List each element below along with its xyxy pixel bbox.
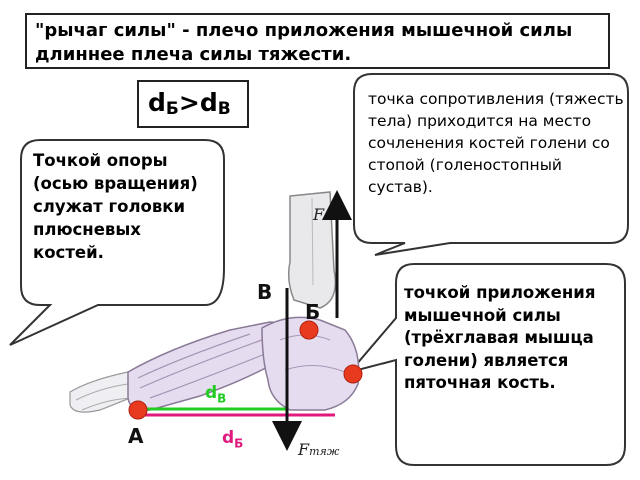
point-b-label: Б — [305, 300, 321, 324]
bottom-right-callout-bubble — [347, 263, 626, 466]
muscle-force-label: F — [313, 205, 324, 224]
formula-sub-b: Б — [165, 99, 179, 119]
arm-d-v-label: dВ — [205, 383, 226, 405]
arm-d-b-sub: Б — [234, 436, 244, 451]
formula-sub-v: В — [217, 99, 231, 119]
top-right-callout-bubble — [353, 73, 629, 256]
formula-op: >d — [178, 88, 218, 117]
arm-d-v-sub: В — [217, 391, 227, 406]
formula-d: d — [148, 88, 166, 117]
formula-box: dБ>dВ — [137, 80, 249, 128]
tibia-bone — [287, 191, 337, 309]
point-a-label: А — [128, 424, 144, 448]
arm-d-b-d: d — [222, 428, 235, 448]
title-box: "рычаг силы" - плечо приложения мышечной… — [25, 13, 610, 69]
left-callout-text: Точкой опоры (осью вращения) служат голо… — [33, 151, 198, 262]
title-text: "рычаг силы" - плечо приложения мышечной… — [35, 20, 573, 65]
gravity-force-label: Fтяж — [298, 440, 339, 459]
top-right-callout-text: точка сопротивления (тяжесть тела) прихо… — [368, 90, 624, 196]
bottom-right-callout-text: точкой приложения мышечной силы (трёхгла… — [404, 283, 596, 392]
muscle-force-symbol: F — [313, 205, 325, 224]
arm-d-b-label: dБ — [222, 428, 243, 450]
left-callout-bubble — [9, 139, 225, 346]
arm-d-v-d: d — [205, 383, 218, 403]
fulcrum-point-a — [128, 400, 148, 420]
gravity-force-symbol: F — [298, 440, 310, 459]
muscle-point-heel — [343, 364, 363, 384]
gravity-force-subscript: тяж — [309, 445, 340, 458]
point-v-label: В — [257, 280, 273, 304]
resistance-point-b — [299, 320, 319, 340]
